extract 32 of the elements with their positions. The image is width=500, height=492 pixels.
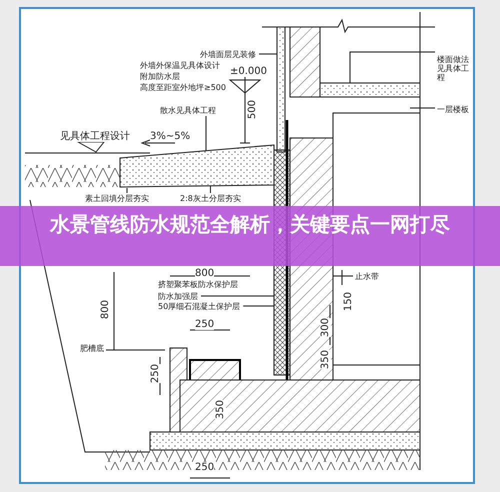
callout-text: 素土回填分层夯实 (85, 194, 149, 203)
callout-text: 一层楼板 (437, 105, 469, 114)
dimension-text: 800 (100, 300, 111, 320)
callout-text: 肥槽底 (80, 344, 104, 353)
callout-text: 防水加强层 (158, 292, 198, 301)
dimension-text: 250 (195, 319, 214, 330)
leader-line (350, 52, 436, 84)
dimension-text: 300 (320, 318, 331, 338)
dimension-text: 500 (247, 100, 258, 120)
note-text: 高度至距室外地坪≥500 (140, 83, 226, 92)
dimension-text: 350 (320, 350, 331, 370)
dimension-text: 150 (343, 292, 354, 312)
slope-text: 3%~5% (150, 131, 190, 142)
callout-text: 2:8灰土分层夯实 (180, 194, 241, 203)
elevation-text: ±0.000 (230, 66, 268, 77)
dimension-text: 350 (215, 400, 226, 420)
note-text: 外墙外保温见具体设计 (140, 61, 220, 70)
note-text: 附加防水层 (140, 72, 180, 81)
callout-text: 外墙面层见装修 (200, 50, 256, 59)
note-text: 挤塑聚苯板防水保护层 (158, 280, 238, 289)
leader-line (210, 186, 211, 194)
callout-text: 散水见具体工程 (160, 106, 216, 115)
callout-text: 止水带 (355, 272, 379, 281)
leader-line (126, 188, 128, 194)
title-text: 水景管线防水规范全解析，关键要点一网打尽 (48, 212, 451, 237)
elevation-text: 见具体工程设计 (60, 131, 130, 142)
paving-slab (120, 144, 274, 188)
callout-text: 楼面做法见具体工程 (437, 55, 469, 82)
dimension-text: 250 (195, 462, 214, 473)
callout-text: 50厚细石混凝土保护层 (158, 302, 240, 311)
dimension-text: 250 (150, 364, 161, 384)
dimension-text: 800 (195, 268, 214, 279)
